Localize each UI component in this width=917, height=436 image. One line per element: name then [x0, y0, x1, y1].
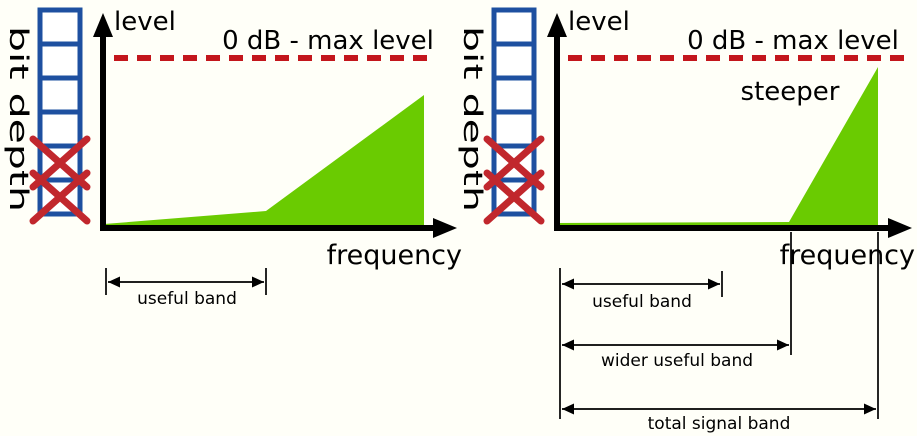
useful-band-annotation — [105, 268, 267, 295]
noise-spectrum-shape — [104, 95, 424, 226]
steeper-label: steeper — [741, 77, 840, 107]
max-level-label: 0 dB - max level — [687, 26, 899, 56]
max-level-label: 0 dB - max level — [222, 26, 434, 56]
level-axis-label: level — [568, 7, 630, 37]
bit-depth-label: bit depth — [3, 26, 33, 212]
useful-band-label: useful band — [592, 292, 692, 312]
bit-cell — [37, 75, 83, 115]
bit-cell — [491, 75, 537, 115]
bit-cell — [491, 41, 537, 81]
frequency-axis-label: frequency — [780, 240, 915, 271]
cross-mark-icon — [29, 169, 91, 225]
band-annotations — [559, 232, 879, 419]
bit-cell — [37, 41, 83, 81]
wider-useful-band-label: wider useful band — [601, 351, 753, 371]
left-panel: level 0 dB - max level frequency bit dep… — [3, 7, 462, 309]
right-panel: level 0 dB - max level steeper frequency… — [457, 7, 915, 434]
frequency-axis-label: frequency — [327, 240, 462, 271]
bit-cell — [491, 7, 537, 47]
total-signal-band-label: total signal band — [648, 414, 791, 434]
cross-mark-icon — [483, 169, 545, 225]
bit-cell — [37, 7, 83, 47]
bit-cell — [37, 109, 83, 149]
useful-band-label: useful band — [137, 289, 237, 309]
level-axis-label: level — [114, 7, 176, 37]
noise-spectrum-shape — [558, 67, 878, 226]
bit-depth-label: bit depth — [457, 26, 487, 212]
bit-depth-stack: bit depth — [457, 7, 545, 225]
bit-cell — [491, 109, 537, 149]
bit-depth-stack: bit depth — [3, 7, 91, 225]
